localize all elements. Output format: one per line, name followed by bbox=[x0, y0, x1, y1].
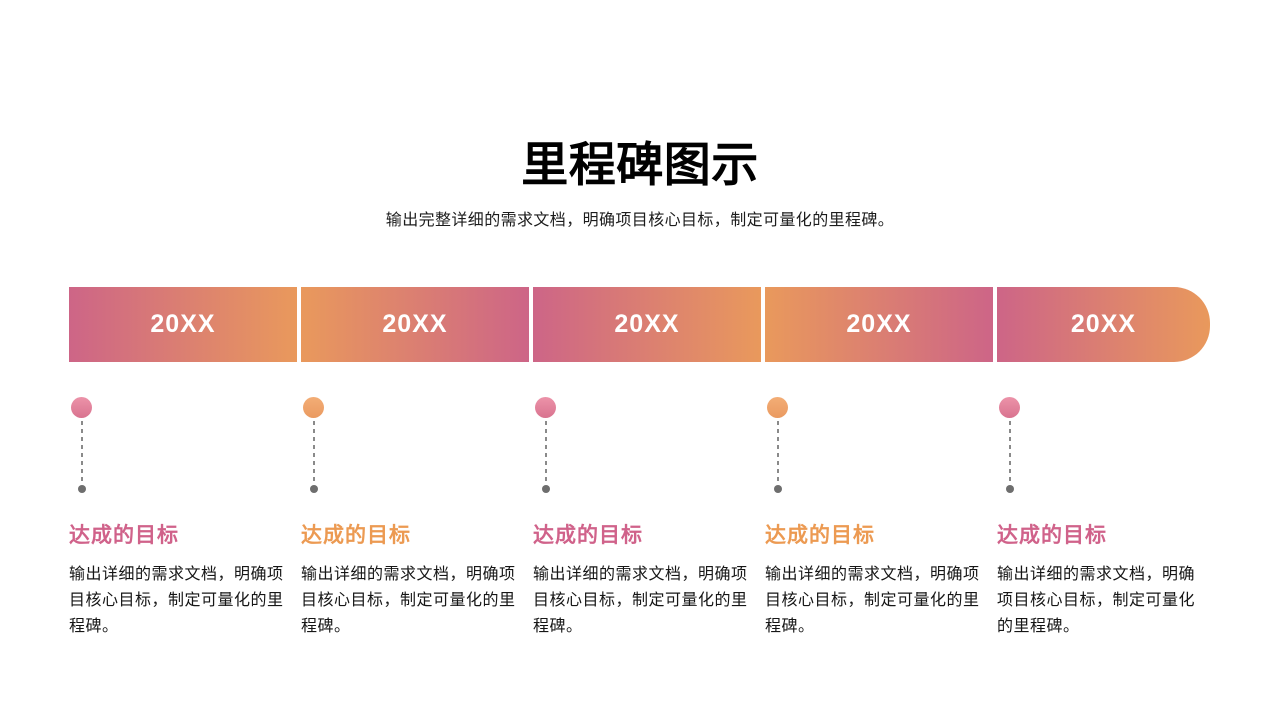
milestone-body: 输出详细的需求文档，明确项目核心目标，制定可量化的里程碑。 bbox=[301, 566, 516, 635]
dashed-connector bbox=[81, 421, 83, 482]
milestone-dot bbox=[999, 397, 1020, 418]
connector-end-dot bbox=[78, 485, 86, 493]
milestone-columns: 20XX 达成的目标 输出详细的需求文档，明确项目核心目标，制定可量化的里程碑。… bbox=[69, 287, 1210, 640]
milestone-dot bbox=[303, 397, 324, 418]
milestone-column: 20XX 达成的目标 输出详细的需求文档，明确项目核心目标，制定可量化的里程碑。 bbox=[301, 287, 533, 640]
page-subtitle: 输出完整详细的需求文档，明确项目核心目标，制定可量化的里程碑。 bbox=[385, 212, 895, 229]
dashed-connector bbox=[313, 421, 315, 482]
year-label: 20XX bbox=[150, 310, 216, 338]
timeline-segment: 20XX bbox=[69, 287, 297, 362]
dashed-connector bbox=[777, 421, 779, 482]
milestone-column: 20XX 达成的目标 输出详细的需求文档，明确项目核心目标，制定可量化的里程碑。 bbox=[765, 287, 997, 640]
milestone-column: 20XX 达成的目标 输出详细的需求文档，明确项目核心目标，制定可量化的里程碑。 bbox=[533, 287, 765, 640]
milestone-body: 输出详细的需求文档，明确项目核心目标，制定可量化的里程碑。 bbox=[765, 566, 980, 635]
milestone-body: 输出详细的需求文档，明确项目核心目标，制定可量化的里程碑。 bbox=[69, 566, 284, 635]
year-label: 20XX bbox=[382, 310, 448, 338]
milestone-marker bbox=[303, 397, 327, 494]
dashed-connector bbox=[545, 421, 547, 482]
milestone-heading: 达成的目标 bbox=[765, 524, 875, 547]
year-label: 20XX bbox=[614, 310, 680, 338]
milestone-marker bbox=[767, 397, 791, 494]
page-title: 里程碑图示 bbox=[521, 138, 759, 191]
milestone-timeline: 20XX 达成的目标 输出详细的需求文档，明确项目核心目标，制定可量化的里程碑。… bbox=[69, 287, 1210, 640]
milestone-dot bbox=[535, 397, 556, 418]
connector-end-dot bbox=[1006, 485, 1014, 493]
milestone-heading: 达成的目标 bbox=[997, 524, 1107, 547]
milestone-dot bbox=[71, 397, 92, 418]
milestone-marker bbox=[535, 397, 559, 494]
milestone-marker bbox=[71, 397, 95, 494]
milestone-body: 输出详细的需求文档，明确项目核心目标，制定可量化的里程碑。 bbox=[997, 566, 1196, 635]
milestone-column: 20XX 达成的目标 输出详细的需求文档，明确项目核心目标，制定可量化的里程碑。 bbox=[997, 287, 1210, 640]
timeline-segment: 20XX bbox=[765, 287, 993, 362]
connector-end-dot bbox=[774, 485, 782, 493]
milestone-body: 输出详细的需求文档，明确项目核心目标，制定可量化的里程碑。 bbox=[533, 566, 748, 635]
milestone-heading: 达成的目标 bbox=[533, 524, 643, 547]
milestone-marker bbox=[999, 397, 1023, 494]
milestone-dot bbox=[767, 397, 788, 418]
timeline-segment: 20XX bbox=[301, 287, 529, 362]
year-label: 20XX bbox=[1070, 310, 1137, 338]
milestone-heading: 达成的目标 bbox=[69, 524, 179, 547]
connector-end-dot bbox=[542, 485, 550, 493]
slide-header: 里程碑图示 输出完整详细的需求文档，明确项目核心目标，制定可量化的里程碑。 bbox=[0, 140, 1280, 230]
milestone-heading: 达成的目标 bbox=[301, 524, 411, 547]
timeline-segment: 20XX bbox=[533, 287, 761, 362]
connector-end-dot bbox=[310, 485, 318, 493]
timeline-segment: 20XX bbox=[997, 287, 1210, 362]
dashed-connector bbox=[1009, 421, 1011, 482]
milestone-column: 20XX 达成的目标 输出详细的需求文档，明确项目核心目标，制定可量化的里程碑。 bbox=[69, 287, 301, 640]
year-label: 20XX bbox=[846, 310, 912, 338]
